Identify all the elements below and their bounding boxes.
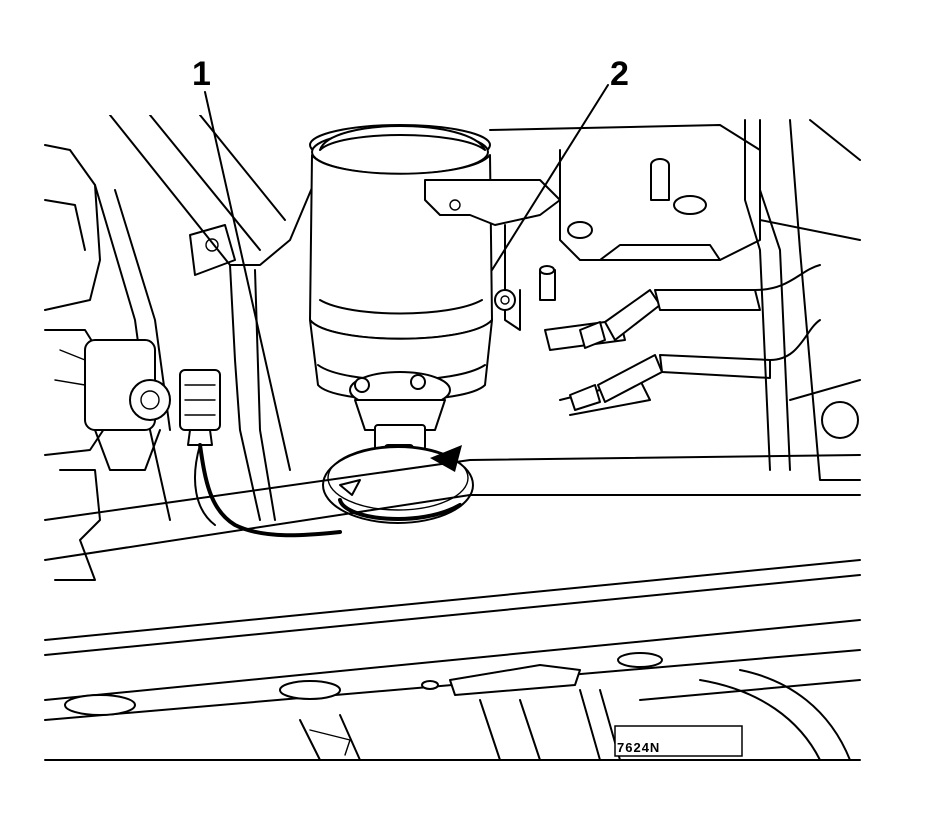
image-code-box: 7624N [614, 725, 743, 757]
callout-leader-1 [204, 91, 291, 471]
cross-member [44, 454, 861, 721]
fuel-filter-housing [309, 124, 493, 409]
illustration-body [44, 114, 861, 761]
wiring-harness [198, 443, 342, 538]
callout-1: 1 [192, 55, 291, 471]
rotation-arrow [322, 445, 474, 524]
fuel-lines [569, 264, 821, 411]
callout-label-1: 1 [192, 55, 211, 93]
left-mount-bushing [54, 339, 171, 471]
electrical-connector [179, 369, 221, 446]
lower-structure [44, 669, 861, 761]
callout-leader-2 [491, 84, 609, 271]
callout-label-2: 2 [610, 55, 629, 93]
image-code-label: 7624N [617, 740, 660, 755]
right-frame-brace [744, 119, 861, 481]
callout-2: 2 [491, 55, 629, 271]
